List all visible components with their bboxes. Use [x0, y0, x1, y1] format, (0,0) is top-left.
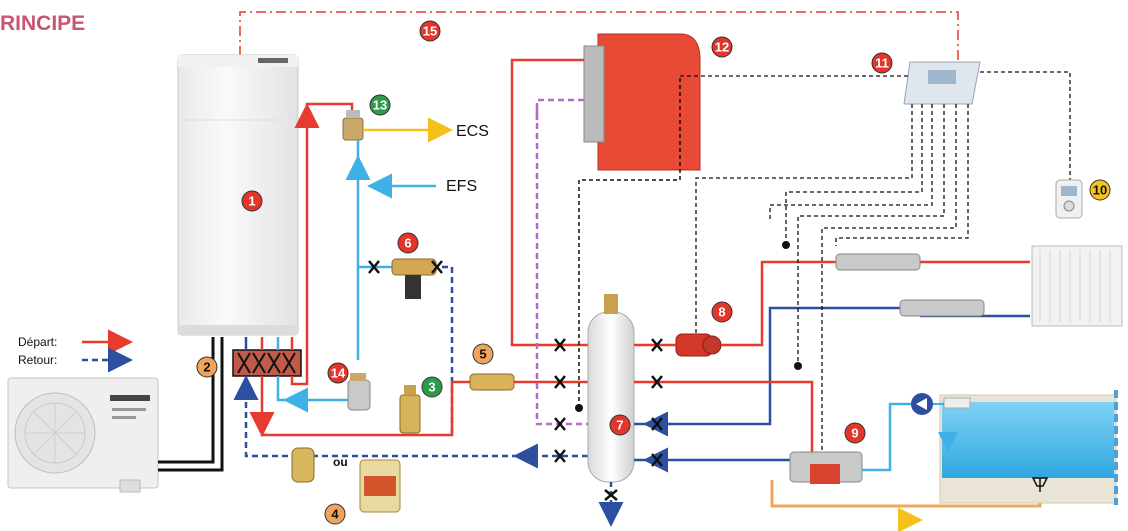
svg-text:1: 1 [248, 194, 255, 209]
svg-text:2: 2 [203, 360, 210, 375]
callout-12: 12 [711, 36, 733, 58]
callout-13: 13 [369, 94, 391, 116]
filter-element [391, 258, 437, 299]
buffer-tank [587, 294, 635, 483]
communication-link-15 [239, 11, 959, 60]
callout-6: 6 [397, 232, 419, 254]
callout-10: 10 [1089, 179, 1111, 201]
svg-text:10: 10 [1093, 183, 1107, 198]
supply-manifold [835, 253, 921, 271]
ou-label: ou [333, 455, 348, 469]
svg-text:5: 5 [479, 347, 486, 362]
swimming-pool [939, 390, 1118, 505]
callout-1: 1 [241, 190, 263, 212]
outdoor-heat-pump-unit [7, 377, 159, 493]
indoor-heat-pump-unit [177, 54, 299, 336]
legend-depart-label: Départ: [18, 335, 57, 349]
isolation-valve-kit [232, 349, 302, 377]
radiator [1031, 245, 1123, 327]
circulator-pump [675, 333, 722, 357]
svg-text:13: 13 [373, 98, 387, 113]
svg-text:4: 4 [331, 507, 339, 522]
callout-9: 9 [844, 422, 866, 444]
callout-11: 11 [871, 52, 893, 74]
callout-4: 4 [324, 503, 346, 525]
legend-retour-label: Retour: [18, 353, 57, 367]
svg-text:15: 15 [423, 24, 437, 39]
callout-7: 7 [609, 414, 631, 436]
filter-pot [291, 447, 315, 483]
room-thermostat [1055, 179, 1083, 219]
pool-pump-icon [911, 393, 933, 415]
svg-text:11: 11 [875, 56, 889, 71]
svg-text:8: 8 [718, 305, 725, 320]
callout-15: 15 [419, 20, 441, 42]
inhibitor-canister [359, 459, 401, 513]
callout-8: 8 [711, 301, 733, 323]
thermostatic-mixing-valve [342, 110, 364, 141]
callout-14: 14 [327, 362, 349, 384]
air-separator [399, 385, 421, 434]
svg-text:6: 6 [404, 236, 411, 251]
safety-valve-group [347, 373, 371, 411]
svg-text:14: 14 [331, 366, 346, 381]
pool-heat-exchanger [789, 451, 863, 484]
svg-text:9: 9 [851, 426, 858, 441]
return-manifold [899, 299, 985, 317]
ecs-label: ECS [456, 123, 489, 140]
svg-text:12: 12 [715, 40, 729, 55]
system-controller [903, 61, 981, 105]
dirt-separator [469, 373, 515, 391]
svg-text:7: 7 [616, 418, 623, 433]
callout-5: 5 [472, 343, 494, 365]
control-wiring [680, 71, 1071, 452]
callout-3: 3 [421, 376, 443, 398]
svg-text:3: 3 [428, 380, 435, 395]
boiler [583, 33, 701, 171]
callout-2: 2 [196, 356, 218, 378]
page-title: RINCIPE [0, 12, 85, 35]
efs-label: EFS [446, 178, 477, 195]
